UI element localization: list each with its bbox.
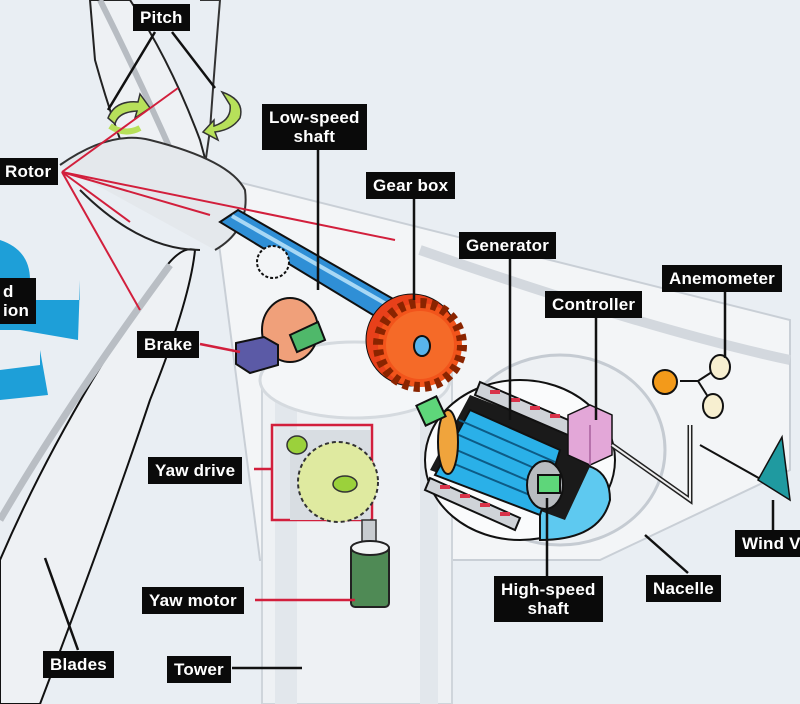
yaw-motor [350,519,390,608]
red-leader-lines [199,342,355,602]
label-anemometer: Anemometer [662,265,782,292]
gear-box [365,293,467,392]
label-blades-text: Blades [50,655,107,674]
label-low-speed-shaft-line1: Low-speed [269,108,360,127]
label-generator: Generator [459,232,557,259]
rotor-leaders [61,87,396,311]
label-high-speed-shaft-line2: shaft [527,599,570,618]
label-wind-direction-line1: d [3,282,14,301]
label-yaw-drive-text: Yaw drive [155,461,236,480]
label-tower: Tower [167,656,231,683]
label-wind-vane-text: Wind V [742,534,800,553]
label-low-speed-shaft-line2: shaft [293,127,336,146]
label-generator-text: Generator [466,236,550,255]
label-anemometer-text: Anemometer [669,269,775,288]
label-high-speed-shaft-line1: High-speed [501,580,596,599]
label-pitch: Pitch [133,4,190,31]
label-brake: Brake [137,331,200,358]
label-yaw-motor-text: Yaw motor [149,591,237,610]
label-wind-vane: Wind V [735,530,800,557]
wind-vane [699,434,791,502]
label-rotor-text: Rotor [5,162,52,181]
label-rotor: Rotor [0,158,59,185]
pitch-arrows [107,90,242,142]
label-nacelle-text: Nacelle [653,579,714,598]
label-tower-text: Tower [174,660,224,679]
label-yaw-drive: Yaw drive [148,457,243,484]
label-blades: Blades [43,651,114,678]
leader-lines [43,31,775,670]
brake [235,297,327,375]
label-wind-direction-line2: ion [3,301,30,320]
label-brake-text: Brake [144,335,193,354]
label-pitch-text: Pitch [140,8,183,27]
anemometer [652,354,731,419]
tower [258,340,453,704]
yaw-drive [270,423,379,523]
label-gear-box-text: Gear box [373,176,449,195]
label-yaw-motor: Yaw motor [142,587,244,614]
label-controller-text: Controller [552,295,636,314]
controller [567,404,693,505]
label-controller: Controller [545,291,643,318]
label-gear-box: Gear box [366,172,456,199]
label-nacelle: Nacelle [646,575,721,602]
